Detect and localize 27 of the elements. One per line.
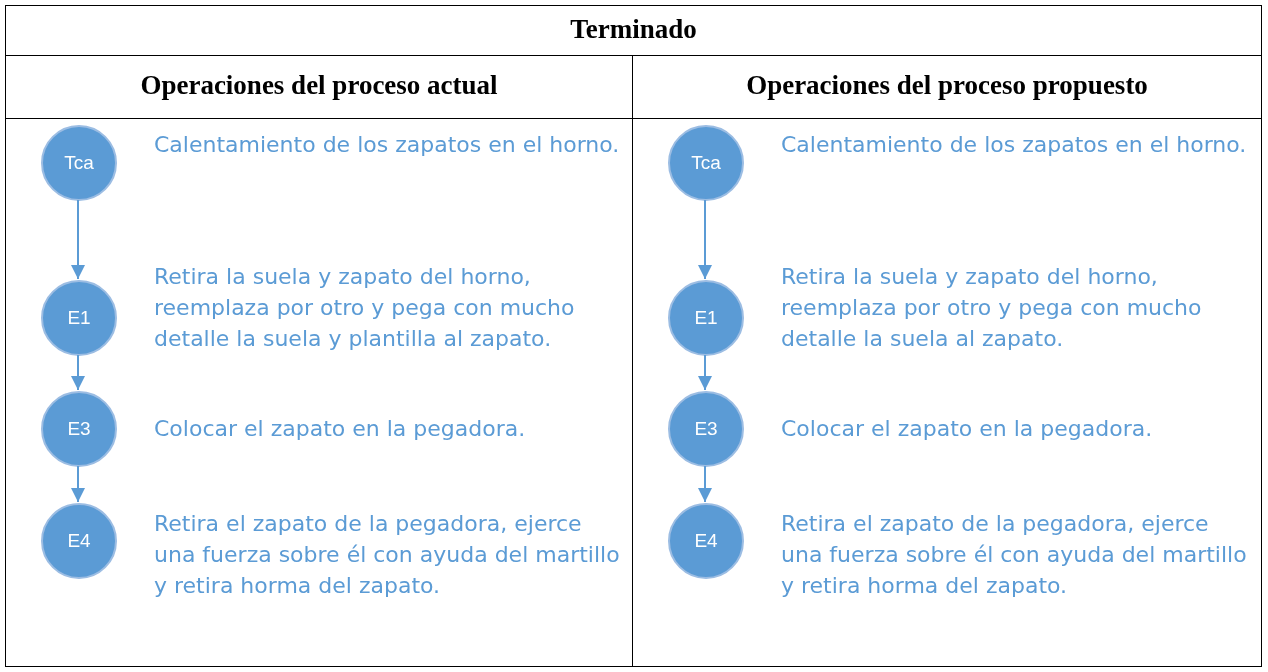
step-description: Retira la suela y zapato del horno, reemplaza por otro y pega con mucho detalle la suela y plantilla al zapato. bbox=[154, 263, 576, 353]
arrow bbox=[71, 199, 85, 280]
arrow bbox=[71, 354, 85, 391]
column-header: Operaciones del proceso actual bbox=[139, 69, 499, 102]
step-circle: E4 bbox=[668, 503, 744, 579]
arrow bbox=[698, 199, 712, 280]
step-circle: E4 bbox=[41, 503, 117, 579]
step-description: Retira el zapato de la pegadora, ejerce una fuerza sobre él con ayuda del martillo y retira horma del zapato. bbox=[781, 510, 1248, 600]
step-description: Colocar el zapato en la pegadora. bbox=[154, 415, 527, 443]
arrow bbox=[71, 465, 85, 503]
step-description: Colocar el zapato en la pegadora. bbox=[781, 415, 1154, 443]
step-circle: E3 bbox=[41, 391, 117, 467]
column-header: Operaciones del proceso propuesto bbox=[745, 69, 1149, 102]
table-column-cell bbox=[632, 55, 1262, 667]
step-description: Retira el zapato de la pegadora, ejerce una fuerza sobre él con ayuda del martillo y retira horma del zapato. bbox=[154, 510, 621, 600]
step-circle: E1 bbox=[41, 280, 117, 356]
table-column-cell bbox=[5, 55, 633, 667]
step-circle: E1 bbox=[668, 280, 744, 356]
step-circle: Tca bbox=[41, 125, 117, 201]
step-description: Calentamiento de los zapatos en el horno. bbox=[781, 131, 1248, 159]
table-title: Terminado bbox=[5, 5, 1262, 56]
step-description: Retira la suela y zapato del horno, reemplaza por otro y pega con mucho detalle la suela al zapato. bbox=[781, 263, 1203, 353]
arrow bbox=[698, 354, 712, 391]
step-circle: E3 bbox=[668, 391, 744, 467]
arrow bbox=[698, 465, 712, 503]
step-circle: Tca bbox=[668, 125, 744, 201]
step-description: Calentamiento de los zapatos en el horno. bbox=[154, 131, 621, 159]
